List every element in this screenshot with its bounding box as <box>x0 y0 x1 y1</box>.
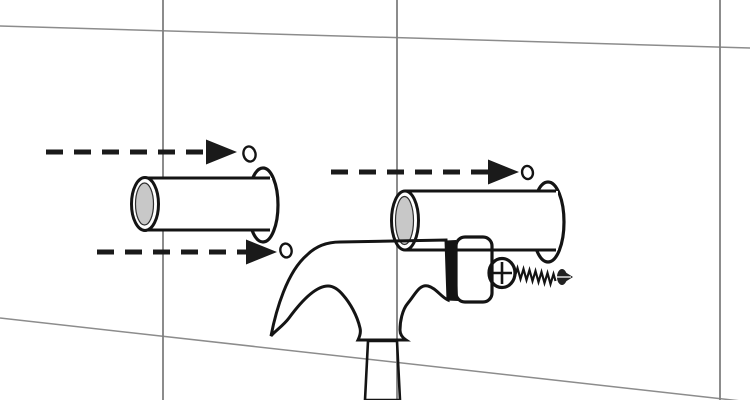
claw-hammer-icon <box>269 235 494 400</box>
hammer-head-and-claw <box>269 238 450 342</box>
arrowhead-icon <box>206 139 237 165</box>
right-plug-assembly <box>390 180 566 264</box>
screw-head <box>487 256 517 290</box>
hammer-striking-face <box>454 235 494 304</box>
hole-dot <box>242 145 257 163</box>
hammer-handle <box>363 339 402 400</box>
insert-arrow-top-left <box>46 139 257 165</box>
left-plug-assembly <box>130 166 280 244</box>
wall-plug-body <box>145 178 272 230</box>
insert-arrow-right <box>331 159 535 185</box>
screw-threads <box>513 264 557 288</box>
hole-dot <box>279 242 293 259</box>
insertion-arrows <box>46 139 535 265</box>
plug-end-face <box>134 182 155 226</box>
arrowhead-icon <box>246 239 277 265</box>
phillips-screw-icon <box>487 256 573 290</box>
insert-arrow-bottom-left <box>97 239 293 265</box>
wall-edge-bottom <box>0 317 739 400</box>
plug-end-face <box>394 195 415 246</box>
hole-dot <box>520 164 535 181</box>
arrowhead-icon <box>488 159 519 185</box>
wall-edge-top <box>0 25 750 49</box>
